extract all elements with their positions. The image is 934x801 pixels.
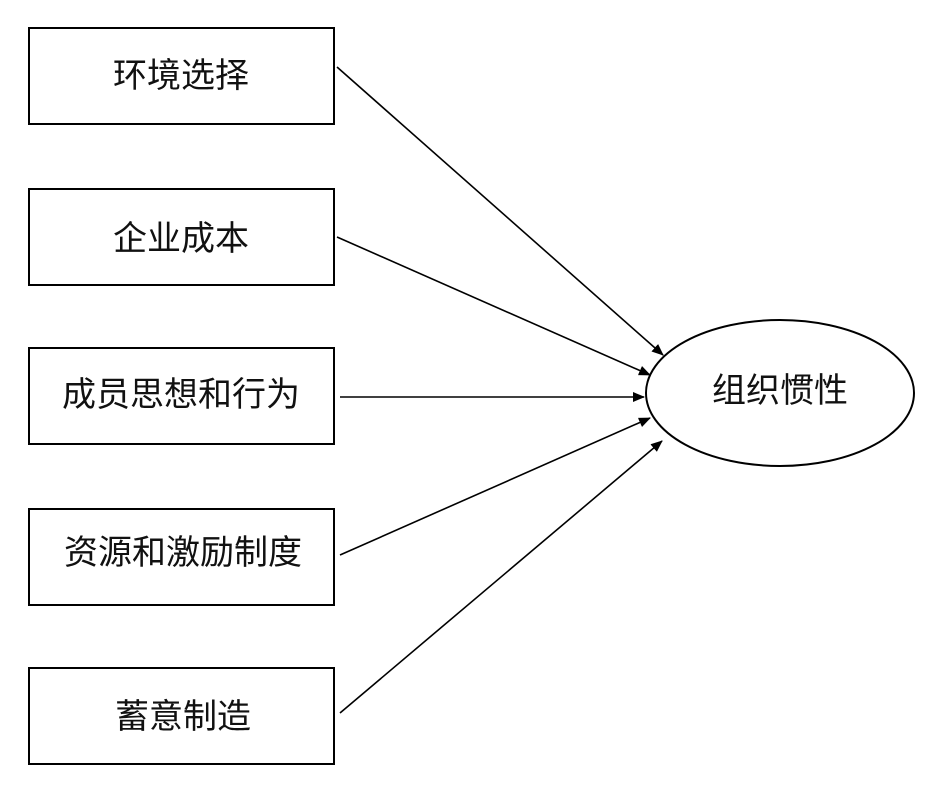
factor-label: 企业成本 [113,219,249,259]
factor-label: 环境选择 [113,56,249,96]
factor-box-deliberate: 蓄意制造 [28,667,335,765]
factor-box-environment: 环境选择 [28,27,335,125]
factor-box-cost: 企业成本 [28,188,335,286]
arrow-cost-to-inertia [336,236,651,376]
factor-label: 成员思想和行为 [62,375,300,415]
factor-label: 蓄意制造 [115,697,251,737]
factor-box-members: 成员思想和行为 [28,347,335,445]
factor-label: 资源和激励制度 [64,533,302,573]
arrow-environment-to-inertia [336,66,664,356]
arrow-resources-to-inertia [339,417,651,556]
target-label: 组织惯性 [712,371,848,411]
target-node-inertia: 组织惯性 [645,319,915,467]
factor-box-resources: 资源和激励制度 [28,508,335,606]
arrow-deliberate-to-inertia [339,440,663,714]
arrows [336,66,664,714]
